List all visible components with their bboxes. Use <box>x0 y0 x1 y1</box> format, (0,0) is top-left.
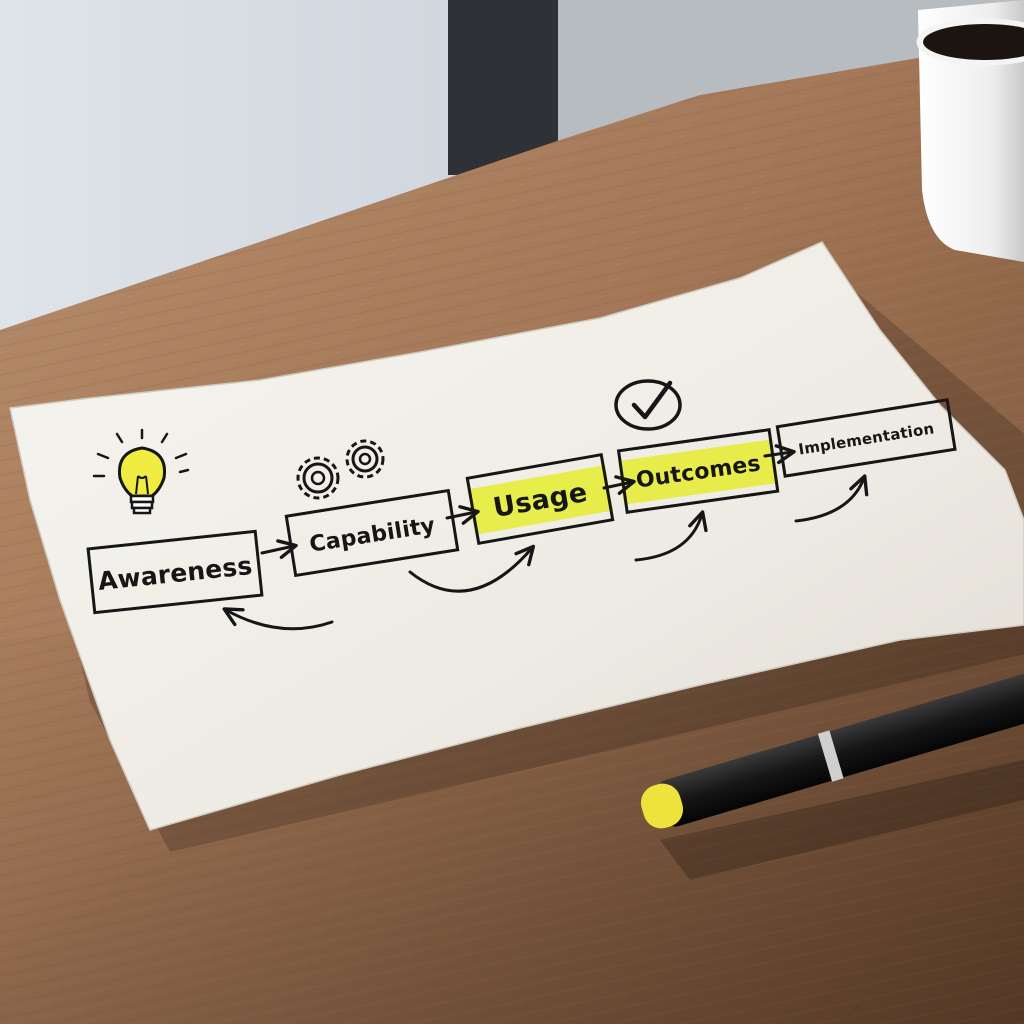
checkmark-icon <box>614 379 682 431</box>
marker-shadow <box>660 760 1024 880</box>
gears-icon <box>296 439 385 500</box>
lightbulb-icon <box>92 428 190 515</box>
arrow-awareness-capability <box>260 539 298 560</box>
curved-arrow-to-usage <box>408 544 536 593</box>
coffee-mug <box>916 0 1024 262</box>
curved-arrow-back <box>222 607 334 631</box>
arrow-outcomes-implementation <box>763 444 796 465</box>
curved-arrow-to-implementation <box>794 474 869 523</box>
marker-pen <box>640 666 1024 880</box>
forward-arrows <box>260 444 796 560</box>
marker-band <box>817 730 844 782</box>
marker-body <box>657 666 1024 827</box>
window-frame <box>448 0 558 175</box>
marker-tip <box>640 783 684 829</box>
curved-arrow-to-outcomes <box>634 510 708 562</box>
stage-outcomes: Outcomes <box>616 428 780 514</box>
stage-usage: Usage <box>465 452 615 546</box>
curved-arrows <box>222 474 869 631</box>
arrow-capability-usage <box>445 505 480 525</box>
arrow-usage-outcomes <box>602 475 636 495</box>
